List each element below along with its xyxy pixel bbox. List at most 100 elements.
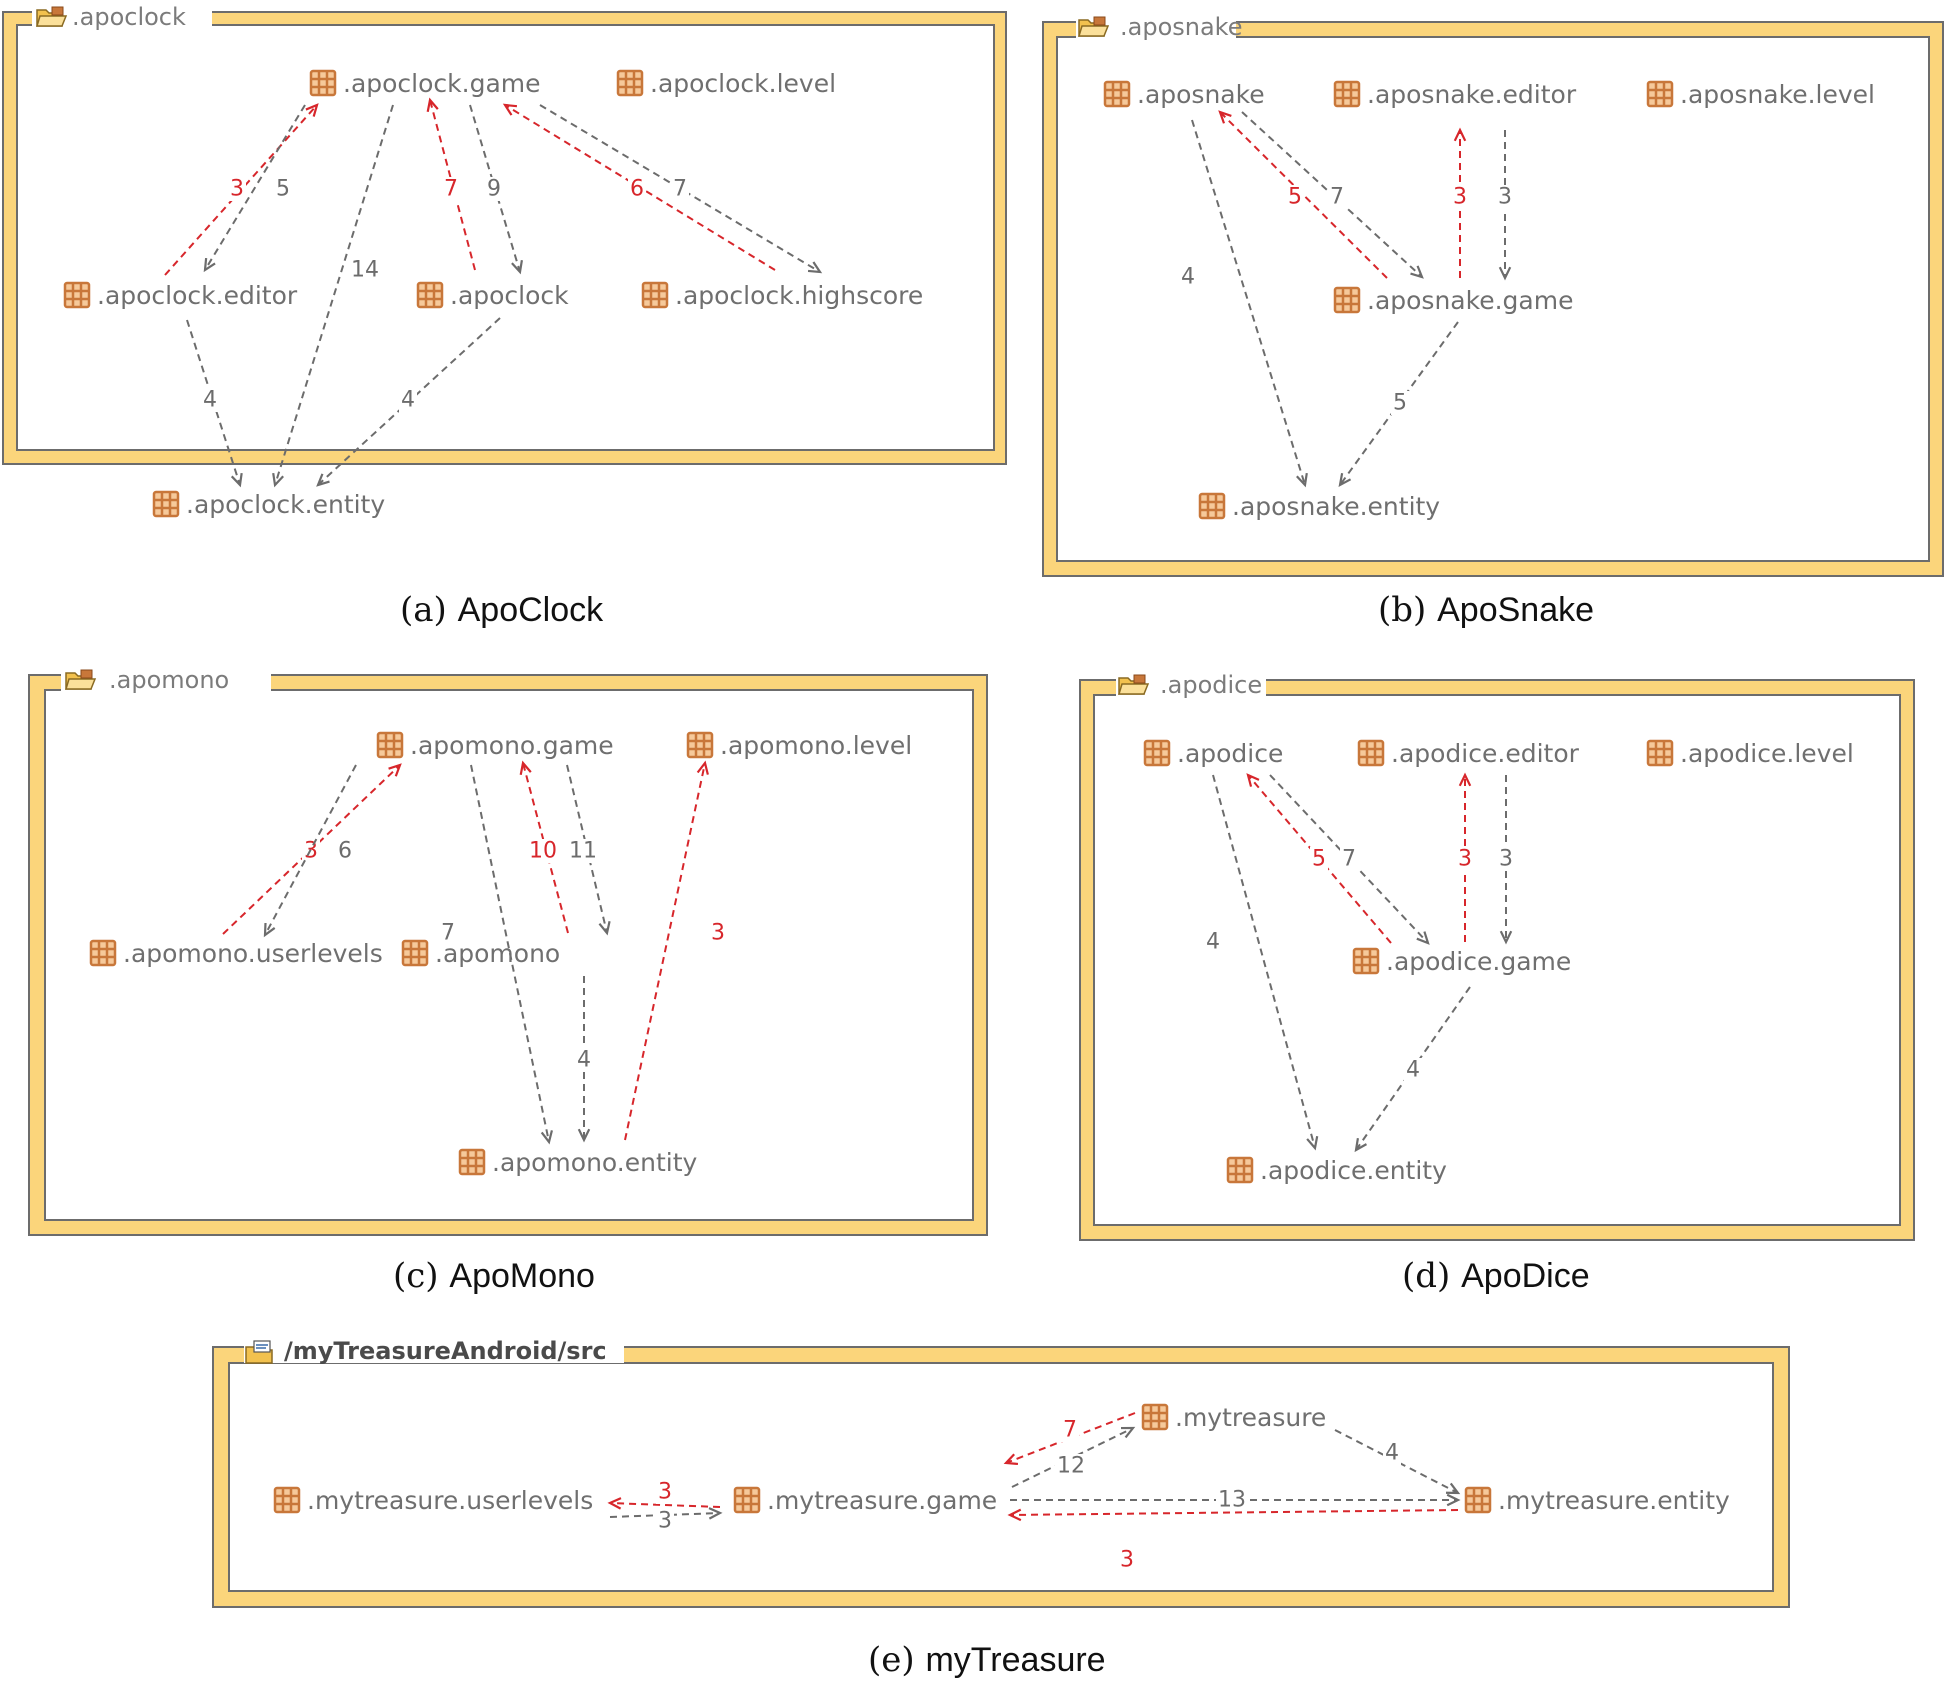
edge-line — [274, 104, 394, 486]
edge-root-to-entity: 4 — [1179, 119, 1308, 488]
edge-weight-label: 5 — [1393, 391, 1407, 416]
package-node-root[interactable]: .apomono — [401, 939, 560, 968]
package-node-root[interactable]: .apoclock — [416, 281, 569, 310]
package-node-userlevels[interactable]: .apomono.userlevels — [89, 939, 383, 968]
package-label: .mytreasure.entity — [1498, 1486, 1730, 1515]
edge-weight-background — [1179, 265, 1197, 289]
package-node-editor[interactable]: .apodice.editor — [1357, 739, 1580, 768]
edge-game-to-entity: 4 — [1354, 986, 1471, 1153]
package-label: .apomono.userlevels — [123, 939, 383, 968]
edge-arrowhead — [426, 97, 439, 112]
edge-weight-label: 7 — [444, 177, 458, 202]
package-icon — [686, 731, 714, 759]
package-label: .aposnake.editor — [1367, 80, 1577, 109]
edge-weight-label: 5 — [1288, 185, 1302, 210]
package-label: .mytreasure.game — [767, 1486, 997, 1515]
edge-weight-label: 13 — [1218, 1488, 1246, 1513]
caption-a: (a) ApoClock — [400, 590, 603, 630]
package-node-editor[interactable]: .apoclock.editor — [63, 281, 298, 310]
edge-game-to-editor: 3 — [1456, 772, 1474, 942]
frame-inner — [1056, 36, 1930, 562]
edge-editor-to-game: 3 — [1496, 130, 1514, 281]
edge-arrowhead — [607, 1497, 622, 1510]
package-icon — [401, 939, 429, 967]
package-label: .apodice.game — [1386, 947, 1571, 976]
edge-highscore-to-game: 6 — [502, 103, 776, 271]
package-node-entity[interactable]: .apomono.entity — [458, 1148, 698, 1177]
edge-editor-to-game: 3 — [1497, 775, 1515, 945]
package-node-entity[interactable]: .mytreasure.entity — [1464, 1486, 1730, 1515]
edge-game-to-root: 11 — [566, 764, 611, 936]
edge-weight-label: 3 — [230, 177, 244, 202]
edge-weight-label: 3 — [711, 921, 725, 946]
edge-weight-label: 7 — [1342, 847, 1356, 872]
package-label: .apomono.level — [720, 731, 912, 760]
package-node-highscore[interactable]: .apoclock.highscore — [641, 281, 923, 310]
package-icon — [1646, 80, 1674, 108]
open-folder-icon — [1077, 16, 1110, 37]
edge-arrowhead — [1410, 265, 1424, 279]
package-node-entity[interactable]: .apoclock.entity — [152, 490, 385, 519]
edge-weight-background — [485, 177, 503, 201]
edge-weight-label: 4 — [203, 388, 217, 413]
package-node-root[interactable]: .mytreasure — [1141, 1403, 1326, 1432]
edge-root-to-game: 7 — [1269, 774, 1430, 945]
edge-root-to-entity: 4 — [316, 317, 501, 487]
edge-arrowhead — [1446, 1493, 1461, 1507]
edge-game-to-root: 12 — [1011, 1426, 1136, 1488]
edge-arrowhead — [230, 472, 243, 488]
package-node-game[interactable]: .mytreasure.game — [733, 1486, 997, 1515]
package-icon — [309, 69, 337, 97]
edge-root-to-entity: 4 — [1334, 1429, 1461, 1495]
package-icon — [1198, 492, 1226, 520]
package-node-game[interactable]: .apoclock.game — [309, 69, 541, 98]
edge-line — [264, 764, 357, 936]
package-node-userlevels[interactable]: .mytreasure.userlevels — [273, 1486, 593, 1515]
edge-line — [1191, 119, 1306, 486]
edge-weight-label: 3 — [1453, 185, 1467, 210]
edge-weight-background — [349, 258, 381, 282]
package-icon — [1103, 80, 1131, 108]
package-node-root[interactable]: .aposnake — [1103, 80, 1265, 109]
edge-weight-label: 7 — [1063, 1418, 1077, 1443]
edge-weight-background — [1310, 847, 1328, 871]
edge-arrowhead — [1246, 773, 1260, 787]
edge-weight-background — [628, 177, 646, 201]
package-node-level[interactable]: .apodice.level — [1646, 739, 1854, 768]
edge-arrowhead — [807, 261, 823, 274]
package-node-game[interactable]: .apomono.game — [376, 731, 614, 760]
package-label: .apomono.game — [410, 731, 614, 760]
edge-arrowhead — [1003, 1453, 1019, 1466]
package-label: .apoclock — [450, 281, 569, 310]
package-node-game[interactable]: .aposnake.game — [1333, 286, 1573, 315]
package-node-entity[interactable]: .apodice.entity — [1226, 1156, 1447, 1185]
package-node-level[interactable]: .apoclock.level — [616, 69, 836, 98]
package-node-entity[interactable]: .aposnake.entity — [1198, 492, 1440, 521]
edge-arrowhead — [263, 922, 276, 938]
edge-arrowhead — [1120, 1426, 1136, 1439]
package-label: .apoclock.level — [650, 69, 836, 98]
package-label: .apodice.entity — [1260, 1156, 1447, 1185]
edge-arrowhead — [577, 1128, 591, 1143]
package-node-editor[interactable]: .aposnake.editor — [1333, 80, 1577, 109]
edge-game-to-root: 9 — [469, 104, 523, 275]
edge-weight-background — [228, 177, 246, 201]
edge-weight-label: 6 — [338, 839, 352, 864]
edge-arrowhead — [1218, 110, 1232, 124]
package-node-level[interactable]: .aposnake.level — [1646, 80, 1875, 109]
package-node-level[interactable]: .apomono.level — [686, 731, 912, 760]
edge-weight-background — [1383, 1441, 1401, 1465]
package-icon — [416, 281, 444, 309]
edge-weight-background — [336, 839, 354, 863]
edge-line — [1011, 1427, 1134, 1488]
edge-weight-label: 4 — [1385, 1441, 1399, 1466]
edge-weight-background — [1118, 1548, 1136, 1572]
edge-game-to-entity: 7 — [439, 764, 553, 1145]
package-icon — [1464, 1486, 1492, 1514]
package-node-game[interactable]: .apodice.game — [1352, 947, 1571, 976]
package-node-root[interactable]: .apodice — [1143, 739, 1283, 768]
